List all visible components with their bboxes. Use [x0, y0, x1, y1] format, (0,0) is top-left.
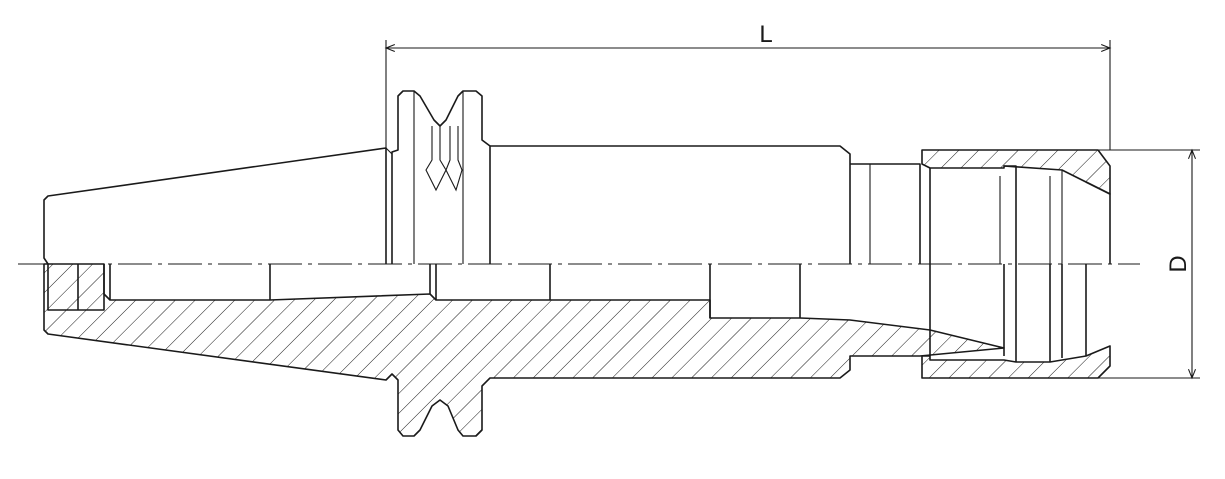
diameter-dimension: D — [1098, 148, 1200, 380]
taper-bore-line — [385, 147, 393, 155]
nut-inner-lower — [929, 264, 1087, 362]
neck-outline — [850, 163, 921, 264]
drive-slot — [425, 126, 447, 192]
bore-steps — [47, 264, 801, 318]
drive-slot-2 — [445, 126, 463, 192]
collet-upper — [1004, 165, 1017, 264]
body-outline — [490, 145, 851, 264]
diameter-label: D — [1165, 255, 1192, 272]
nut-face-upper — [1085, 181, 1111, 264]
lower-section — [43, 263, 1111, 437]
length-dimension: L — [384, 21, 1112, 150]
taper-shank-outline — [43, 147, 387, 265]
length-label: L — [759, 21, 772, 48]
upper-outline — [43, 90, 1111, 265]
shank-section — [43, 263, 1005, 437]
flange-outline — [391, 90, 491, 264]
